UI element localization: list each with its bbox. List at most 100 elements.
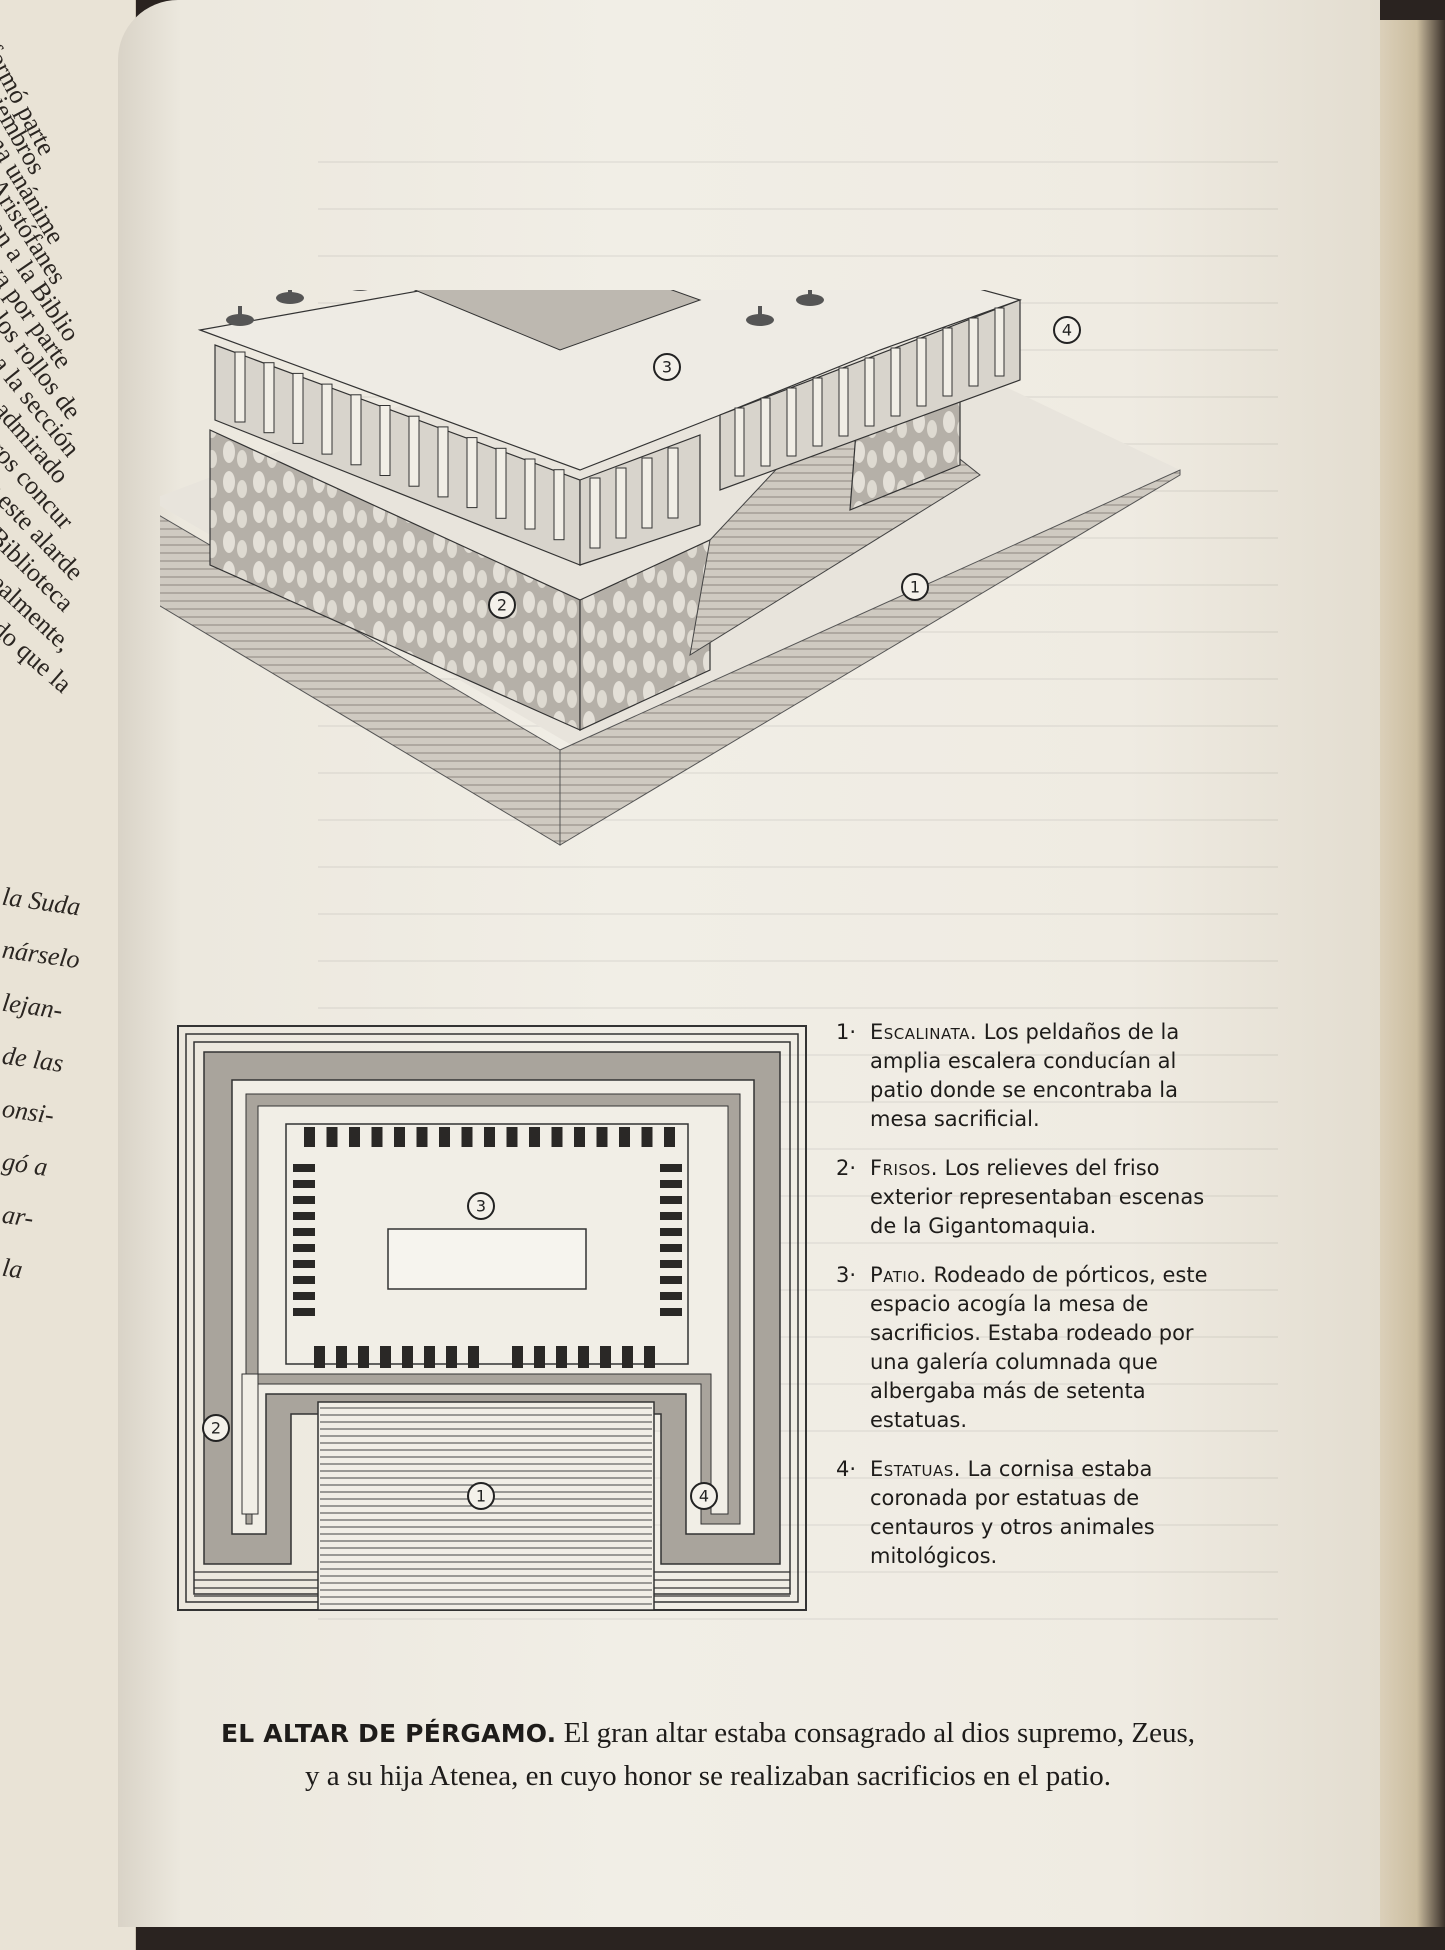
- left-page-line: la: [0, 1252, 25, 1285]
- column: [667, 447, 679, 519]
- plan-column: [336, 1346, 347, 1368]
- statue: [288, 284, 292, 296]
- altar-floor-plan: 1 2 3 4: [176, 1024, 808, 1614]
- plan-column: [293, 1292, 315, 1300]
- statue: [758, 306, 762, 318]
- plan-column: [660, 1244, 682, 1252]
- plan-column: [664, 1127, 675, 1147]
- plan-column: [293, 1180, 315, 1188]
- plan-column: [326, 1127, 338, 1147]
- column: [350, 394, 362, 466]
- plan-label-2: 2: [202, 1414, 230, 1442]
- plan-column: [660, 1196, 682, 1204]
- statue: [276, 292, 304, 304]
- plan-column: [600, 1346, 611, 1368]
- plan-label-4: 4: [690, 1482, 718, 1510]
- column: [968, 317, 979, 387]
- plan-column: [660, 1308, 682, 1316]
- svg-text:1: 1: [476, 1487, 486, 1506]
- statue: [346, 279, 374, 291]
- plan-column: [293, 1196, 315, 1204]
- plan-column: [660, 1228, 682, 1236]
- plan-column: [619, 1127, 630, 1147]
- legend-term: Escalinata.: [870, 1020, 978, 1044]
- legend-item-frisos: 2· Frisos. Los relieves del friso exteri…: [836, 1154, 1236, 1241]
- column: [553, 469, 565, 541]
- legend-description: Rodeado de pórticos, este espacio acogía…: [870, 1263, 1208, 1432]
- legend-number: 4·: [836, 1457, 857, 1481]
- figure-caption: EL ALTAR DE PÉRGAMO. El gran altar estab…: [178, 1712, 1238, 1797]
- svg-text:4: 4: [699, 1487, 709, 1506]
- caption-title: EL ALTAR DE PÉRGAMO.: [220, 1719, 557, 1748]
- plan-column: [660, 1276, 682, 1284]
- iso-label-3: 3: [653, 353, 681, 381]
- svg-text:2: 2: [497, 596, 507, 615]
- statue: [796, 294, 824, 306]
- caption-line-2: y a su hija Atenea, en cuyo honor se rea…: [304, 1760, 1112, 1792]
- plan-column: [461, 1127, 473, 1147]
- column: [292, 372, 304, 444]
- statue: [746, 314, 774, 326]
- legend-item-estatuas: 4· Estatuas. La cornisa estaba coronada …: [836, 1455, 1236, 1571]
- plan-column: [556, 1346, 567, 1368]
- legend-term: Frisos.: [870, 1156, 938, 1180]
- svg-text:3: 3: [662, 358, 672, 377]
- plan-column: [293, 1276, 315, 1284]
- plan-column: [293, 1260, 315, 1268]
- column: [466, 437, 478, 509]
- plan-column: [304, 1127, 315, 1147]
- plan-column: [424, 1346, 435, 1368]
- plan-column: [484, 1127, 495, 1147]
- altar-isometric-illustration: 1 2 3 4: [149, 221, 1200, 930]
- legend-term: Patio.: [870, 1263, 927, 1287]
- statue: [808, 286, 812, 298]
- plan-column: [574, 1127, 585, 1147]
- plan-column: [314, 1346, 325, 1368]
- legend-description: Los peldaños de la amplia escalera condu…: [870, 1020, 1180, 1131]
- column: [495, 447, 507, 519]
- plan-column: [660, 1260, 682, 1268]
- plan-column: [534, 1346, 545, 1368]
- svg-text:1: 1: [910, 578, 920, 597]
- plan-column: [644, 1346, 655, 1368]
- svg-text:2: 2: [211, 1419, 221, 1438]
- legend-term: Estatuas.: [870, 1457, 961, 1481]
- caption-line-1: El gran altar estaba consagrado al dios …: [563, 1717, 1195, 1749]
- plan-column: [380, 1346, 391, 1368]
- plan-column: [660, 1212, 682, 1220]
- floor-plan-svg: 1 2 3 4: [177, 1025, 807, 1611]
- plan-column: [506, 1127, 518, 1147]
- plan-column: [293, 1244, 315, 1252]
- column: [321, 383, 333, 455]
- column: [734, 407, 745, 477]
- plan-column: [293, 1308, 315, 1316]
- statue: [226, 314, 254, 326]
- column: [760, 397, 771, 467]
- plan-label-3: 3: [467, 1192, 495, 1220]
- plan-column: [529, 1127, 540, 1147]
- legend-number: 1·: [836, 1020, 857, 1044]
- column: [641, 457, 653, 529]
- plan-column: [358, 1346, 369, 1368]
- plan-column: [371, 1127, 383, 1147]
- plan-column: [551, 1127, 563, 1147]
- altar-isometric-svg: 1 2 3 4: [149, 221, 1181, 846]
- column: [408, 415, 420, 487]
- column: [263, 362, 275, 434]
- plan-column: [660, 1164, 682, 1172]
- iso-label-4: 4: [1053, 316, 1081, 344]
- statue: [238, 306, 242, 318]
- plan-column: [660, 1180, 682, 1188]
- plan-column: [439, 1127, 450, 1147]
- plan-column: [349, 1127, 360, 1147]
- plan-column: [416, 1127, 428, 1147]
- plan-column: [394, 1127, 405, 1147]
- column: [994, 307, 1005, 377]
- plan-column: [641, 1127, 653, 1147]
- plan-column: [293, 1164, 315, 1172]
- column: [615, 467, 627, 539]
- plan-column: [578, 1346, 589, 1368]
